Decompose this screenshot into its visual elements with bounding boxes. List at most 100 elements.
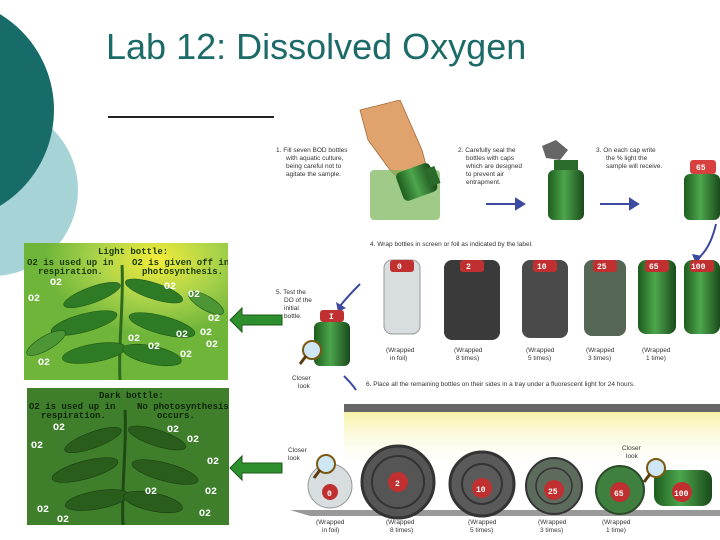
closer-look-line: look [626,453,639,460]
o2-label: O2 [199,509,211,520]
wrap-label: in foil) [390,355,407,362]
decor-circle-dark [0,14,54,206]
o2-label: O2 [205,487,217,498]
step1-line: with aquatic culture, [285,155,344,162]
step6-bottles: 0 2 10 25 65 100 [307,444,712,520]
o2-label: O2 [148,342,160,353]
o2-label: O2 [57,515,69,525]
screen-bottle-side: 10 [448,450,516,518]
bottle-label: 100 [691,263,706,272]
plant-illustration [51,409,199,525]
closer-look-line: Closer [622,445,642,452]
wrap-label: (Wrapped [316,519,345,526]
labeled-bottle: 65 [684,160,720,220]
o2-label: O2 [145,487,157,498]
step4-text: 4. Wrap bottles in screen or foil as ind… [370,241,533,248]
foil-bottle: 0 [383,259,421,335]
bottle-label: 2 [466,263,471,272]
bottle-label: 65 [614,490,624,499]
light-right-line2: photosynthesis. [142,267,223,277]
wrap-label: 1 time) [606,527,626,534]
step2-text: 2. Carefully seal the bottles with caps … [458,147,522,186]
light-left-line2: respiration. [38,267,103,277]
step5-line: initial [284,305,299,312]
dark-left-line1: O2 is used up in [29,402,115,412]
magnifier-icon [298,340,322,365]
step5-text: 5. Test the DO of the initial bottle. [276,289,312,320]
bottle-label: I [329,313,334,322]
step1-line: being careful not to [286,163,342,170]
closer-look-label: Closer look [622,445,642,460]
light-o2-labels: O2 O2 O2 O2 O2 O2 O2 O2 O2 O2 O2 O2 [28,278,220,369]
initial-bottle: I [314,310,350,366]
o2-label: O2 [207,457,219,468]
wrap-label: 8 times) [456,355,479,362]
wrap-label: (Wrapped [454,347,483,354]
step6-wrap-labels: (Wrapped in foil) (Wrapped 8 times) (Wra… [316,519,631,534]
step-arrows [486,197,640,211]
bottle-label: 25 [597,263,607,272]
light-panel-header: Light bottle: [98,247,168,257]
curved-arrow [695,223,717,261]
slide-title: Lab 12: Dissolved Oxygen [106,26,527,67]
o2-label: O2 [187,435,199,446]
fluorescent-light [344,404,720,412]
bottle-label: 0 [397,263,402,272]
procedure-illustration: 1. Fill seven BOD bottles with aquatic c… [276,100,720,534]
o2-label: O2 [206,340,218,351]
step3-text: 3. On each cap write the % light the sam… [596,147,663,170]
dark-left-line2: respiration. [41,411,106,421]
foil-bottle-side: 0 [307,463,353,509]
wrap-label: 5 times) [470,527,493,534]
light-panel-background [24,243,228,380]
wrap-label: (Wrapped [386,519,415,526]
wrap-label: in foil) [322,527,339,534]
light-left-line1: O2 is used up in [27,258,113,268]
dark-panel-arrow [229,454,283,482]
screen-bottle: 2 [444,260,500,340]
screen-bottle-side: 2 [360,444,436,520]
o2-label: O2 [28,294,40,305]
bottle-label: 100 [674,490,689,499]
dark-panel-header: Dark bottle: [99,391,164,401]
wrap-label: (Wrapped [642,347,671,354]
step3-line: the % light the [606,155,648,162]
closer-look-line: Closer [292,375,312,382]
closer-look-label: Closer look [292,375,312,390]
bottle-label: 10 [537,263,547,272]
unwrapped-bottle-side: 100 [654,470,712,506]
title-underline [108,116,274,118]
screen-bottle-side: 25 [525,457,583,515]
o2-label: O2 [50,278,62,289]
curved-arrow-head [336,302,346,312]
dark-o2-labels: O2 O2 O2 O2 O2 O2 O2 O2 O2 O2 [31,423,219,525]
step1-line: 1. Fill seven BOD bottles [276,147,348,154]
step1-text: 1. Fill seven BOD bottles with aquatic c… [276,147,348,178]
unwrapped-bottle: 100 [684,260,720,334]
curved-arrow-head [692,254,702,264]
closer-look-label: Closer look [288,447,308,462]
wrap-label: 3 times) [540,527,563,534]
o2-label: O2 [180,350,192,361]
step2-line: entrapment. [466,179,501,186]
wrap-label: 1 time) [646,355,666,362]
screen-bottle: 10 [522,260,568,338]
wrap-label: (Wrapped [586,347,615,354]
closer-look-line: Closer [288,447,308,454]
step2-line: bottles with caps [466,155,515,162]
dark-bottle-panel: Dark bottle: O2 is used up in respiratio… [27,388,229,525]
light-right-line1: O2 is given off in [132,258,228,268]
tray [290,510,720,516]
step2-line: to prevent air [466,171,505,178]
hand-filling-bottle [359,100,441,220]
light-panel-arrow [229,306,283,334]
step3-line: sample will receive. [606,163,663,170]
o2-label: O2 [31,441,43,452]
wrap-label: (Wrapped [468,519,497,526]
closer-look-line: look [288,455,301,462]
bottle-label: 65 [649,263,659,272]
o2-label: O2 [188,290,200,301]
screen-bottle: 25 [584,260,626,336]
wrap-label: (Wrapped [526,347,555,354]
